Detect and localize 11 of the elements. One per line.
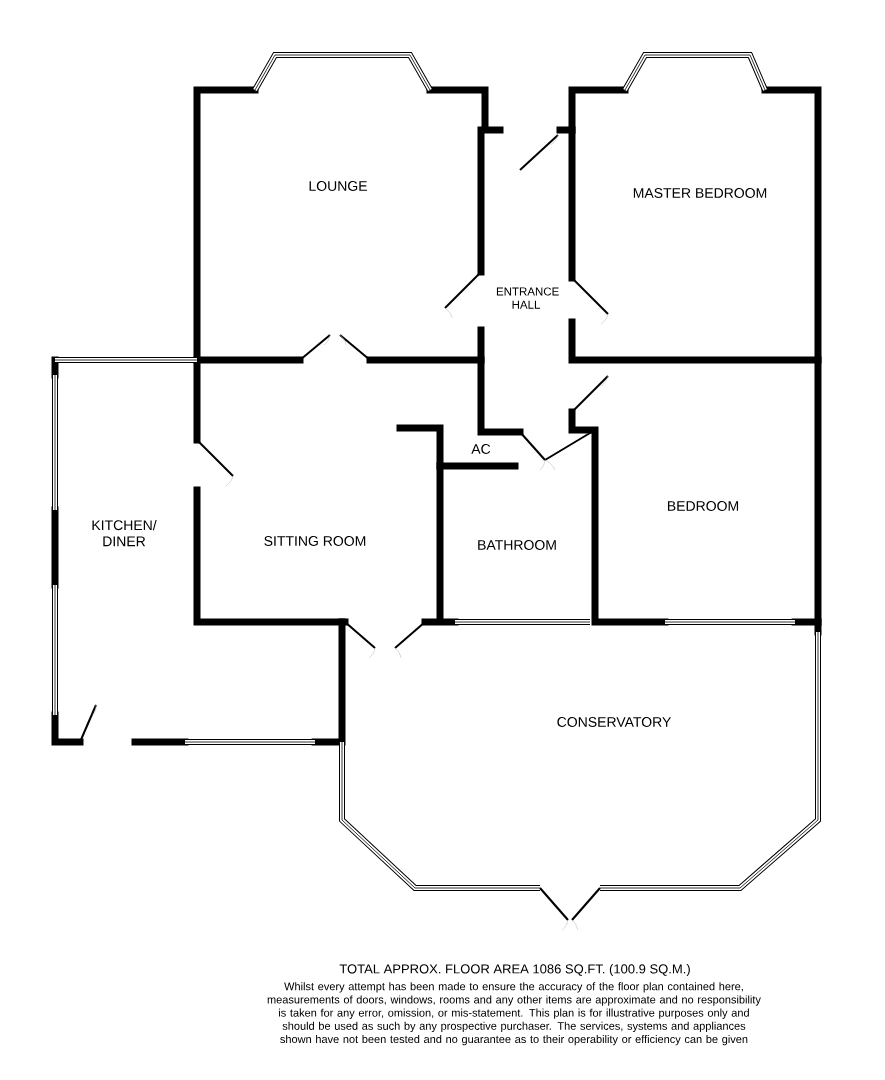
- room-label: KITCHEN/ DINER: [92, 519, 157, 547]
- room-label: AC: [471, 444, 491, 454]
- room-label: BATHROOM: [478, 540, 556, 550]
- room-label: ENTRANCE HALL: [496, 287, 559, 309]
- room-label: MASTER BEDROOM: [633, 188, 767, 198]
- room-label: BEDROOM: [668, 501, 739, 511]
- room-label: LOUNGE: [309, 181, 367, 191]
- room-label: CONSERVATORY: [557, 717, 671, 727]
- room-label: SITTING ROOM: [264, 536, 366, 546]
- floor-area-heading: TOTAL APPROX. FLOOR AREA 1086 SQ.FT. (100.9 SQ.M.): [339, 963, 690, 977]
- disclaimer-text: Whilst every attempt has been made to ensure the accuracy of the floor plan contained here, measurements of doors, windows, rooms and any other items are approximate and no responsibility is taken for any error, omission, or mis-statement. This plan is for illustrative purposes only and should be used as such by any prospective purchaser. The services, systems and appliances shown have not been tested and no guarantee as to their operability or efficiency can be given: [267, 982, 761, 1046]
